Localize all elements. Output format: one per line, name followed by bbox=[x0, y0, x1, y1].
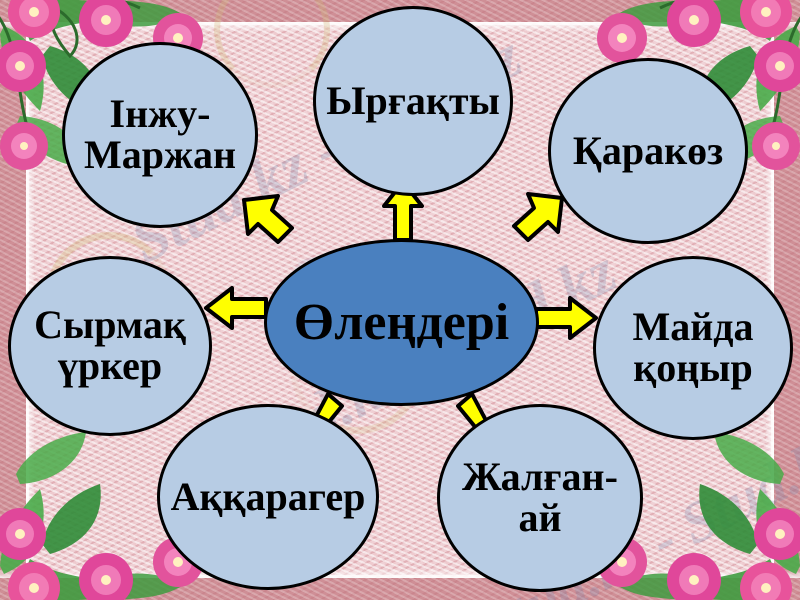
node-label-karakoz: Қаракөз bbox=[572, 127, 724, 173]
arrow-up-right bbox=[512, 192, 564, 242]
node-inju-marzhan[interactable]: Інжу-Маржан bbox=[62, 42, 258, 228]
node-center-olenderi[interactable]: Өлеңдері bbox=[264, 239, 539, 406]
node-zhalgan-ai[interactable]: Жалған-ай bbox=[437, 404, 643, 592]
node-yrgakty[interactable]: Ырғақты bbox=[313, 6, 513, 196]
node-label-zhalgan-ai: Жалған-ай bbox=[462, 454, 618, 540]
arrow-left bbox=[204, 286, 268, 330]
node-karakoz[interactable]: Қаракөз bbox=[548, 58, 748, 244]
node-label-yrgakty: Ырғақты bbox=[326, 77, 500, 123]
arrow-right bbox=[534, 296, 598, 340]
frame-highlight-bottom bbox=[0, 570, 800, 578]
node-akkaraget[interactable]: Аққарагер bbox=[157, 404, 379, 590]
node-label-center: Өлеңдері bbox=[293, 293, 510, 351]
node-label-inju-marzhan: Інжу-Маржан bbox=[83, 91, 237, 177]
node-label-akkaraget: Аққарагер bbox=[170, 473, 366, 519]
arrow-up-left bbox=[242, 194, 294, 244]
